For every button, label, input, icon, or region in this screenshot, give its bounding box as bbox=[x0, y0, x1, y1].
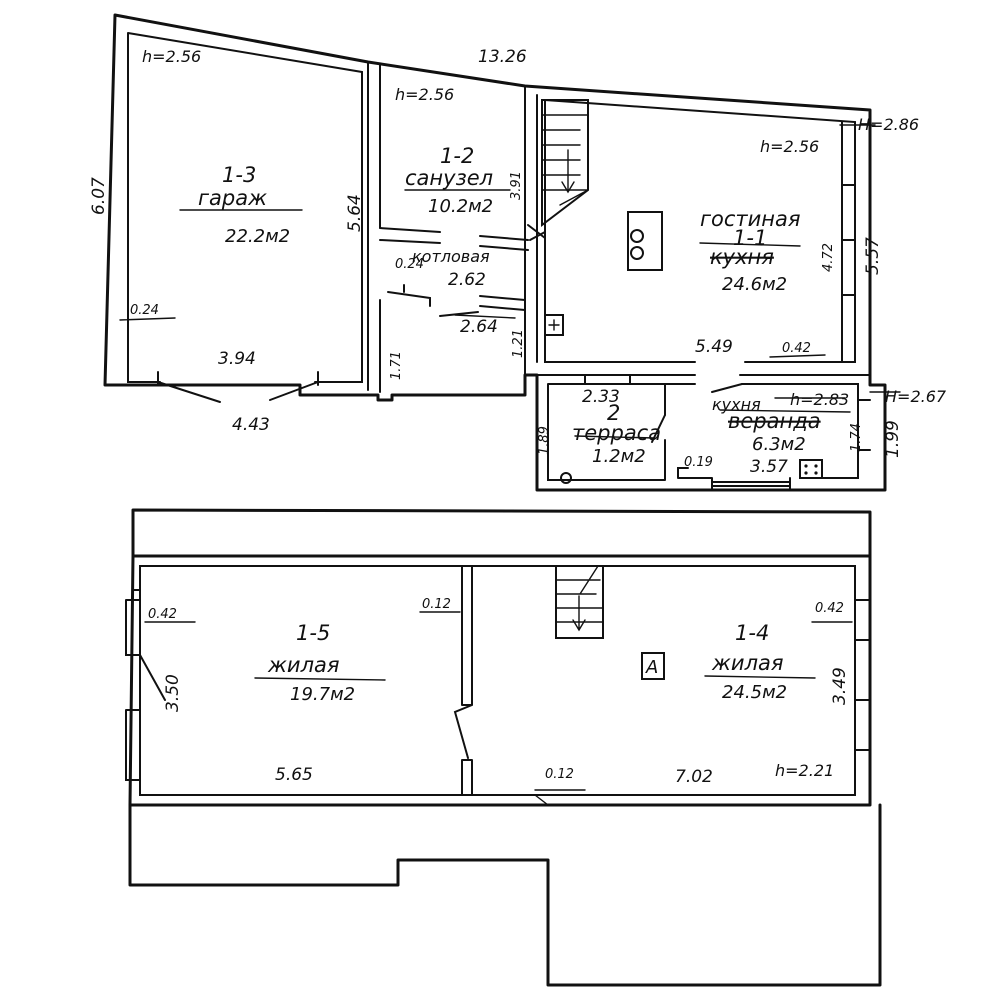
dim-f2-right-height: 3.49 bbox=[830, 667, 850, 705]
room-f2-right-id: 1-4 bbox=[735, 621, 769, 645]
terrace-separator bbox=[584, 374, 631, 385]
kitchen-walls bbox=[677, 374, 871, 491]
stove bbox=[799, 459, 823, 479]
floor2-main-wall bbox=[128, 554, 872, 807]
room-boiler-name: котловая bbox=[412, 247, 490, 266]
height-outer-top: H=2.86 bbox=[858, 115, 919, 134]
marker-a: А bbox=[641, 652, 665, 680]
room-terrace-name: терраса bbox=[572, 421, 661, 445]
dim-corridor-width: 2.64 bbox=[460, 317, 498, 337]
dim-bathroom-height: 3.91 bbox=[509, 171, 524, 200]
boiler-fixture bbox=[387, 284, 431, 307]
dim-f2-right-wall: 0.42 bbox=[815, 601, 844, 616]
dim-f2-left-wall: 0.42 bbox=[148, 607, 177, 622]
room-f2-right-name: жилая bbox=[711, 651, 784, 675]
bathroom-right-wall bbox=[524, 85, 538, 376]
dim-boiler-wall: 0.24 bbox=[395, 257, 424, 272]
garage-bathroom-wall bbox=[367, 61, 381, 393]
dim-f2-partition: 0.12 bbox=[422, 597, 451, 612]
height-living: h=2.56 bbox=[760, 137, 819, 156]
lower-right-window bbox=[857, 399, 871, 451]
staircase-floor2 bbox=[555, 565, 604, 639]
room-f2-right-area: 24.5м2 bbox=[722, 682, 787, 703]
dim-boiler-width: 2.62 bbox=[448, 270, 486, 290]
living-inner-wall bbox=[544, 99, 856, 363]
fireplace bbox=[627, 211, 663, 271]
room-bathroom-name: санузел bbox=[405, 166, 493, 190]
dim-underline-lines bbox=[119, 124, 901, 439]
dim-garage-height: 5.64 bbox=[345, 194, 365, 232]
kitchen-door bbox=[711, 383, 743, 393]
dim-right-lower-outer: 1.99 bbox=[883, 420, 903, 458]
room-f2-left-id: 1-5 bbox=[296, 621, 330, 645]
dim-corridor-side: 1.21 bbox=[511, 329, 526, 358]
dim-top-total: 13.26 bbox=[478, 47, 527, 67]
left-window bbox=[125, 589, 166, 781]
dim-garage-outer: 4.43 bbox=[232, 415, 270, 435]
room-living-area: 24.6м2 bbox=[722, 274, 787, 295]
dim-garage-inner: 3.94 bbox=[218, 349, 256, 369]
garage-inner-wall bbox=[127, 32, 363, 383]
room-kitchen-old-name: веранда bbox=[728, 409, 821, 433]
floor2-inner-wall bbox=[139, 565, 856, 796]
dim-kitchen-side: 1.74 bbox=[849, 423, 864, 452]
dim-right-outer: 5.57 bbox=[863, 237, 883, 275]
room-living-name: гостиная bbox=[700, 207, 801, 231]
room-garage-id: 1-3 bbox=[222, 163, 256, 187]
dim-garage-wall: 0.24 bbox=[130, 303, 159, 318]
living-door bbox=[527, 224, 546, 241]
room-bathroom-id: 1-2 bbox=[440, 144, 474, 168]
kitchen-window bbox=[711, 481, 791, 487]
height-attic: h=2.21 bbox=[775, 761, 834, 780]
dim-living-height: 4.72 bbox=[821, 243, 836, 272]
room-bathroom-area: 10.2м2 bbox=[428, 196, 493, 217]
room-kitchen-area: 6.3м2 bbox=[752, 434, 806, 455]
floor2-lower-outline bbox=[128, 803, 882, 987]
corridor-fixture bbox=[439, 295, 526, 317]
room-kitchen-name: кухня bbox=[712, 395, 761, 414]
dim-f2-left-height: 3.50 bbox=[163, 674, 183, 712]
dim-left-height: 6.07 bbox=[89, 177, 109, 215]
floor2-bottom-mark bbox=[534, 789, 586, 806]
room-terrace-area: 1.2м2 bbox=[592, 446, 646, 467]
bathroom-wall bbox=[379, 227, 529, 251]
dim-f2-right-width: 7.02 bbox=[675, 767, 713, 787]
right-window bbox=[854, 599, 871, 751]
height-outer-bottom: H=2.67 bbox=[885, 387, 947, 406]
floor2-partition bbox=[453, 565, 473, 796]
terrace-drain bbox=[560, 472, 572, 484]
living-right-window bbox=[841, 121, 856, 363]
floor2-outer-outline bbox=[131, 508, 872, 558]
room-f2-left-area: 19.7м2 bbox=[290, 684, 355, 705]
room-garage-area: 22.2м2 bbox=[225, 226, 290, 247]
floor1-outer-wall bbox=[103, 13, 887, 492]
electric-panel bbox=[544, 314, 564, 336]
floor-2: А 0.42 3.50 1-5 жилая 19.7м2 0.12 5.65 0… bbox=[125, 508, 882, 987]
room-terrace-id: 2 bbox=[607, 401, 620, 425]
floor-1: h=2.56 13.26 6.07 1-3 гараж 22.2м2 5.64 … bbox=[89, 13, 947, 492]
room-living-id: 1-1 bbox=[733, 226, 767, 250]
height-garage: h=2.56 bbox=[142, 47, 201, 66]
height-kitchen: h=2.83 bbox=[790, 390, 849, 409]
dim-boiler-side: 1.71 bbox=[389, 351, 404, 380]
garage-door bbox=[157, 371, 319, 403]
dim-f2-bottom-wall: 0.12 bbox=[545, 767, 574, 782]
dim-terrace-width: 2.33 bbox=[582, 387, 620, 407]
marker-a-letter: А bbox=[645, 657, 658, 678]
height-bathroom: h=2.56 bbox=[395, 85, 454, 104]
staircase-floor1 bbox=[541, 99, 589, 228]
floor2-underlines bbox=[144, 611, 853, 681]
dim-f2-left-width: 5.65 bbox=[275, 765, 313, 785]
room-living-old-name: кухня bbox=[710, 245, 774, 269]
dim-terrace-side: 1.89 bbox=[537, 426, 552, 455]
terrace-walls bbox=[536, 374, 696, 481]
room-f2-left-name: жилая bbox=[267, 653, 340, 677]
dim-living-width: 5.49 bbox=[695, 337, 733, 357]
room-garage-name: гараж bbox=[198, 186, 267, 210]
dim-kitchen-wall: 0.19 bbox=[684, 455, 713, 470]
dim-living-wall: 0.42 bbox=[782, 341, 811, 356]
dim-kitchen-width: 3.57 bbox=[750, 457, 788, 477]
